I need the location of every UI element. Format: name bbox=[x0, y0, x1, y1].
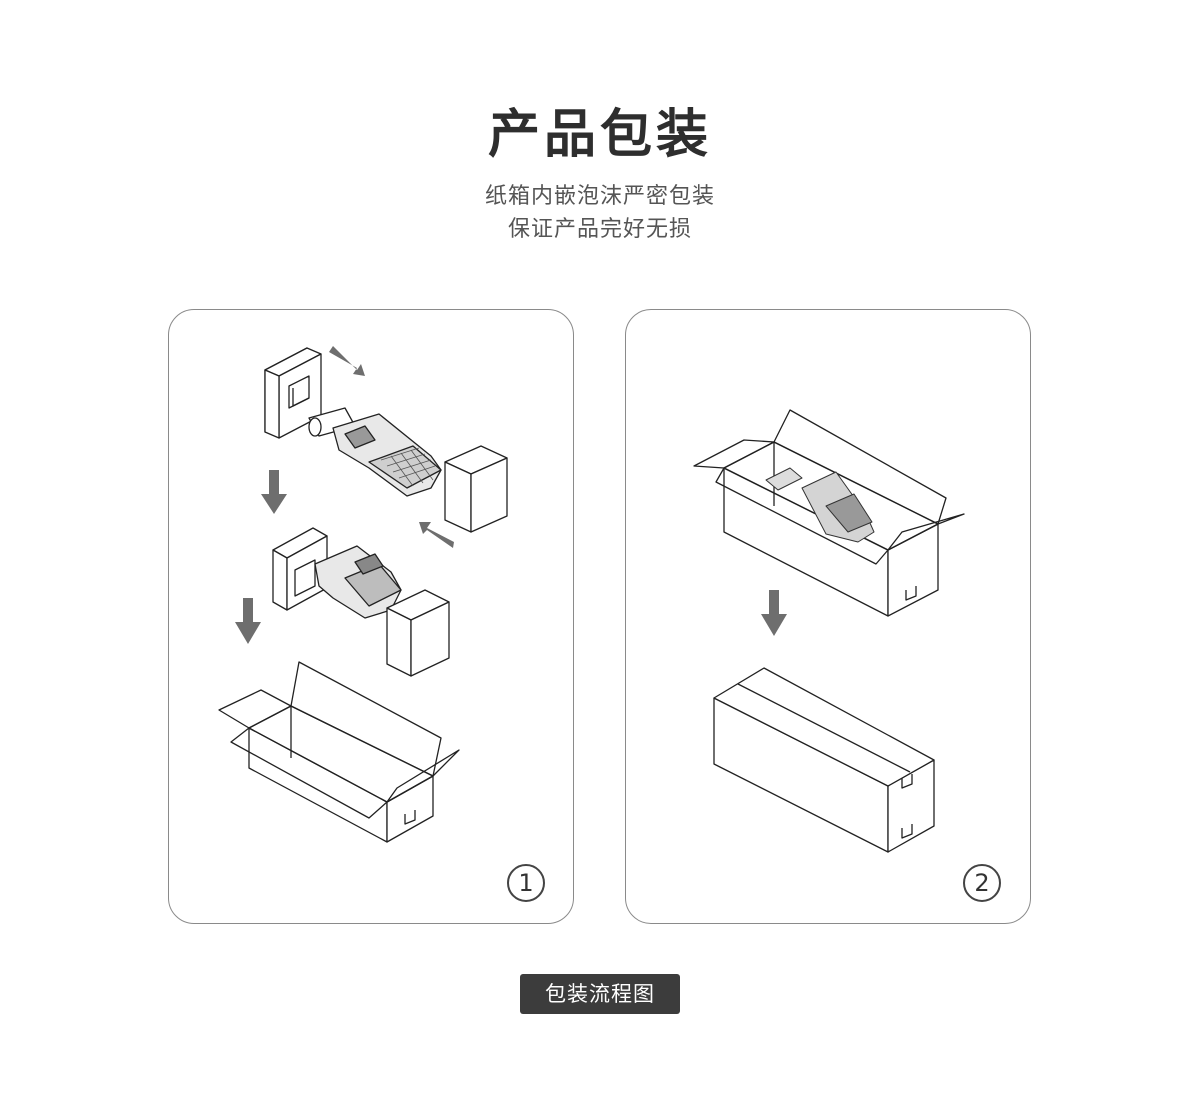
step-panel-2: 2 bbox=[625, 309, 1031, 924]
foam-block-icon bbox=[444, 445, 508, 533]
assembled-product-icon bbox=[272, 527, 450, 677]
page-title: 产品包装 bbox=[487, 105, 712, 165]
step-number-1: 1 bbox=[507, 864, 545, 902]
open-carton-with-product-icon bbox=[693, 409, 965, 617]
arrow-icon bbox=[761, 590, 787, 636]
page-subtitle-line1: 纸箱内嵌泡沫严密包装 bbox=[484, 184, 715, 209]
step-2-illustration bbox=[693, 409, 965, 853]
page-subtitle-line2: 保证产品完好无损 bbox=[507, 217, 692, 242]
arrow-icon bbox=[235, 346, 454, 644]
step-1-illustration bbox=[218, 346, 508, 843]
step-number-2: 2 bbox=[963, 864, 1001, 902]
street-light-icon bbox=[308, 407, 442, 497]
sealed-carton-icon bbox=[713, 667, 935, 853]
open-carton-icon bbox=[218, 661, 460, 843]
step-panel-1: 1 bbox=[168, 309, 574, 924]
flowchart-label: 包装流程图 bbox=[520, 974, 680, 1014]
